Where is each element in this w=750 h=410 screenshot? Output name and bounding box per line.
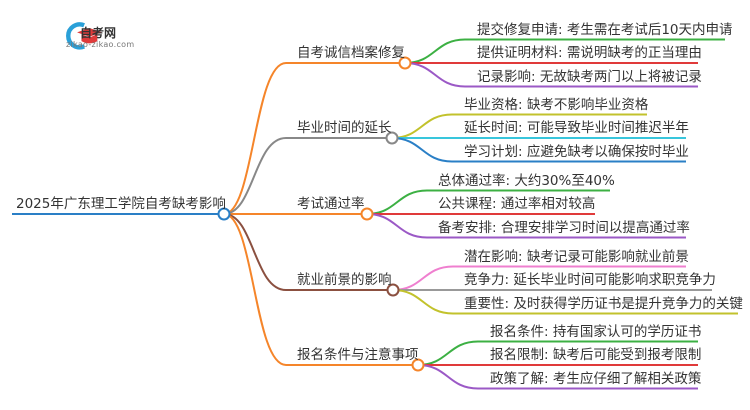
leaf-connector [392, 289, 738, 315]
leaf-node[interactable]: 记录影响: 无故缺考两门以上将被记录 [477, 68, 702, 85]
logo-title: 自考网 [80, 26, 117, 40]
leaf-connector [404, 62, 698, 88]
leaf-connector [391, 137, 686, 163]
branch-node[interactable]: 报名条件与注意事项 [297, 347, 419, 363]
branch-toggle[interactable] [411, 358, 425, 372]
leaf-connector [417, 364, 698, 390]
leaf-node[interactable]: 重要性: 及时获得学历证书是提升竞争力的关键 [464, 295, 743, 312]
branch-connector [223, 62, 405, 215]
branch-toggle[interactable] [386, 283, 400, 297]
branch-connector [223, 213, 418, 366]
leaf-node[interactable]: 竞争力: 延长毕业时间可能影响求职竞争力 [464, 272, 716, 288]
branch-connector [223, 137, 392, 215]
branch-connector [223, 213, 393, 291]
branch-toggle[interactable] [385, 131, 399, 145]
logo-url: zikao-zikao.com [66, 40, 135, 49]
leaf-node[interactable]: 政策了解: 考生应仔细了解相关政策 [490, 370, 702, 387]
leaf-node[interactable]: 报名条件: 持有国家认可的学历证书 [490, 323, 702, 340]
branch-toggle[interactable] [360, 207, 374, 221]
branch-toggle[interactable] [398, 56, 412, 70]
leaf-node[interactable]: 提供证明材料: 需说明缺考的正当理由 [477, 45, 702, 61]
root-node[interactable]: 2025年广东理工学院自考缺考影响 [16, 196, 226, 212]
leaf-connector [366, 213, 686, 239]
root-toggle[interactable] [217, 207, 231, 221]
leaf-node[interactable]: 延长时间: 可能导致毕业时间推迟半年 [464, 120, 689, 136]
branch-node[interactable]: 毕业时间的延长 [297, 120, 392, 136]
logo-cap-icon [66, 22, 102, 50]
leaf-node[interactable]: 公共课程: 通过率相对较高 [438, 196, 596, 212]
leaf-node[interactable]: 总体通过率: 大约30%至40% [438, 172, 615, 189]
leaf-node[interactable]: 潜在影响: 缺考记录可能影响就业前景 [464, 248, 689, 265]
branch-node[interactable]: 自考诚信档案修复 [297, 45, 405, 61]
leaf-node[interactable]: 报名限制: 缺考后可能受到报考限制 [490, 347, 702, 363]
branch-node[interactable]: 就业前景的影响 [297, 272, 392, 288]
leaf-node[interactable]: 学习计划: 应避免缺考以确保按时毕业 [464, 143, 689, 160]
branch-node[interactable]: 考试通过率 [297, 196, 365, 212]
leaf-node[interactable]: 提交修复申请: 考生需在考试后10天内申请 [477, 21, 733, 38]
leaf-node[interactable]: 备考安排: 合理安排学习时间以提高通过率 [438, 219, 690, 236]
leaf-node[interactable]: 毕业资格: 缺考不影响毕业资格 [464, 96, 649, 113]
